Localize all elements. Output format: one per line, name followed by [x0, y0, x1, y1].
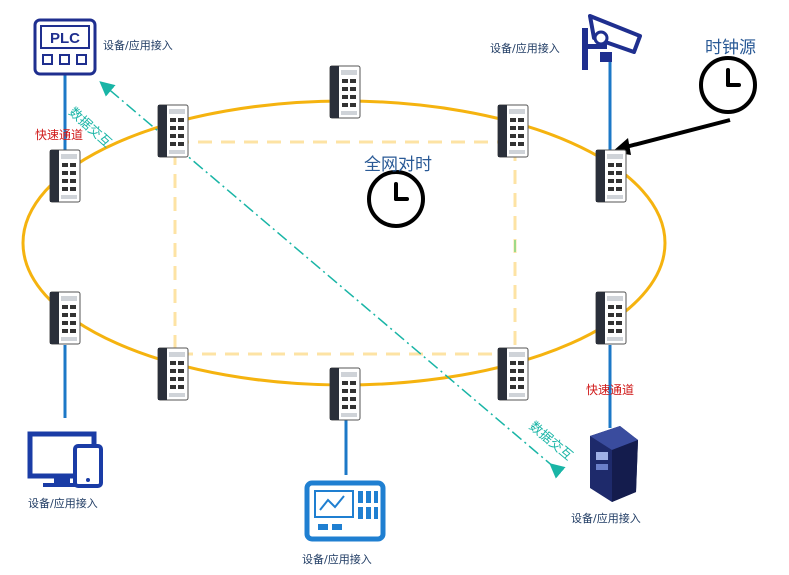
- switch-bottom-left: [157, 347, 189, 401]
- fast-channel-label-right: 快速通道: [586, 383, 635, 397]
- switch-right-lower: [595, 291, 627, 345]
- switch-bottom-right: [497, 347, 529, 401]
- camera-icon: [582, 14, 642, 70]
- sync-clock-icon: [367, 170, 425, 228]
- access-label-camera: 设备/应用接入: [490, 42, 560, 55]
- computer-phone-icon: [27, 431, 103, 488]
- network-sync-label: 全网对时: [364, 155, 432, 175]
- fast-channel-label-left: 快速通道: [35, 128, 84, 142]
- switch-bottom: [329, 367, 361, 421]
- switch-right-upper: [595, 149, 627, 203]
- access-label-plc: 设备/应用接入: [103, 39, 173, 52]
- sync-rectangle: [173, 140, 517, 356]
- switch-left-lower: [49, 291, 81, 345]
- switch-top: [329, 65, 361, 119]
- clock-source-arrow: [621, 118, 731, 150]
- ring-network: [21, 99, 667, 387]
- switch-top-left: [157, 104, 189, 158]
- access-label-monitor: 设备/应用接入: [28, 497, 98, 510]
- switch-top-right: [497, 104, 529, 158]
- access-label-hmi: 设备/应用接入: [302, 553, 372, 566]
- plc-icon: PLC: [33, 18, 97, 76]
- plc-label: PLC: [50, 30, 80, 47]
- clock-source-icon: [699, 56, 757, 114]
- switch-left-upper: [49, 149, 81, 203]
- clock-source-label: 时钟源: [705, 38, 756, 58]
- drive-cabinet-icon: [590, 426, 638, 502]
- hmi-panel-icon: [304, 480, 386, 542]
- access-label-drive: 设备/应用接入: [571, 512, 641, 525]
